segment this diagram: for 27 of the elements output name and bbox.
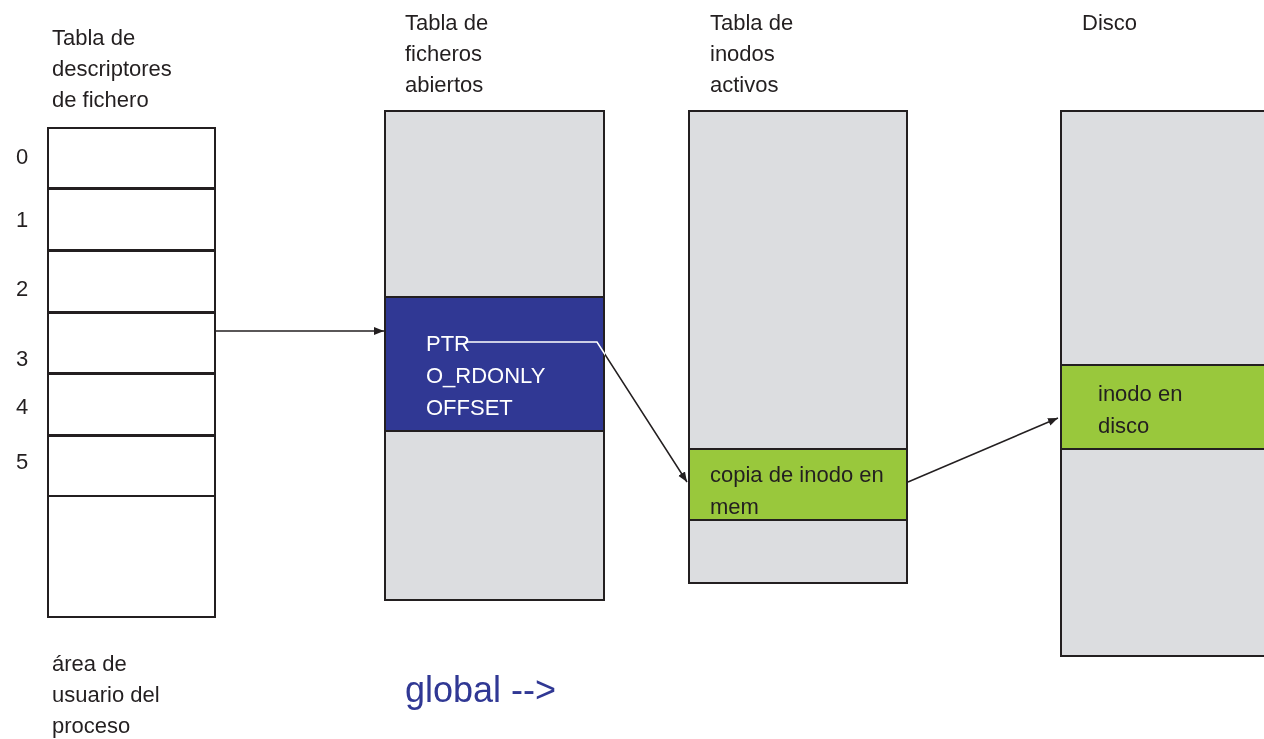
- disk-column: [1060, 110, 1264, 657]
- table-row: [47, 435, 216, 497]
- arrow: [464, 341, 688, 483]
- table-heading: Disco: [1082, 9, 1138, 37]
- row-number: 0: [16, 143, 30, 171]
- row-number: 4: [16, 393, 30, 421]
- table-row: [47, 250, 216, 313]
- table-row: [47, 373, 216, 436]
- open-files-table: [384, 110, 605, 601]
- table-heading: Tabla de ficheros abiertos: [405, 9, 490, 99]
- scope-note: global -->: [405, 668, 558, 712]
- arrow: [215, 327, 385, 335]
- active-inodes-table: [688, 110, 908, 584]
- table-entry: inodo en disco: [1060, 364, 1264, 450]
- table-row: [47, 188, 216, 251]
- table-caption: área de usuario del proceso: [52, 650, 161, 739]
- table-entry: copia de inodo en mem: [688, 448, 908, 521]
- row-number: 1: [16, 206, 30, 234]
- descriptor-table: [47, 127, 216, 618]
- arrow: [907, 417, 1059, 483]
- row-number: 2: [16, 275, 30, 303]
- row-number: 3: [16, 345, 30, 373]
- table-entry: PTR O_RDONLY OFFSET: [384, 296, 605, 432]
- table-heading: Tabla de descriptores de fichero: [52, 24, 173, 114]
- table-row: [47, 312, 216, 374]
- table-heading: Tabla de inodos activos: [710, 9, 795, 99]
- row-number: 5: [16, 448, 30, 476]
